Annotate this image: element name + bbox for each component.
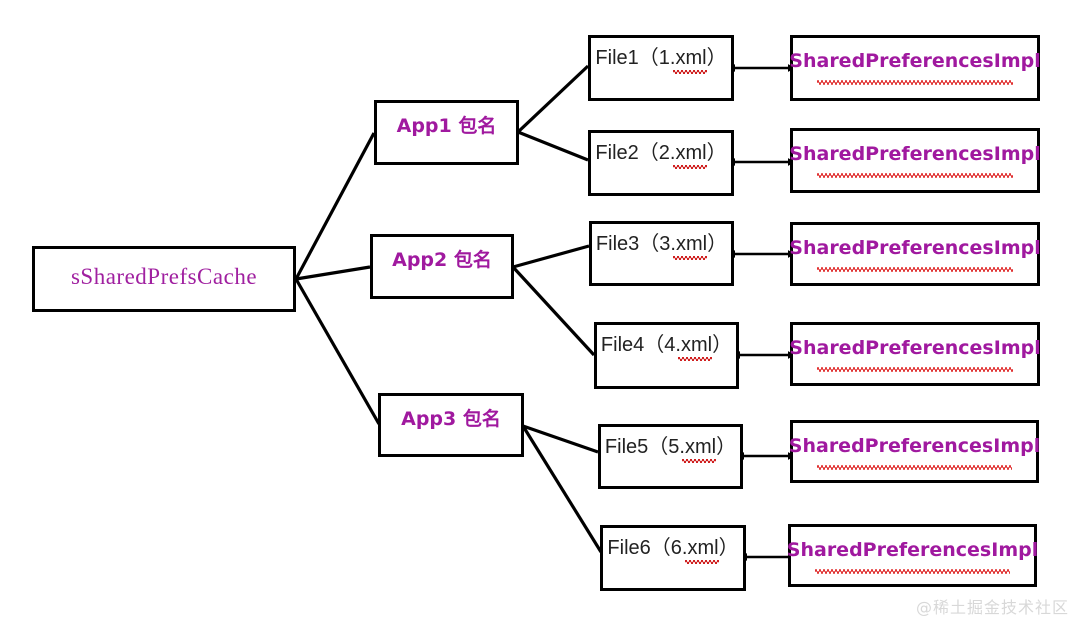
spellcheck-underline-icon (817, 367, 1013, 372)
file2-paren-close: ） (706, 142, 727, 164)
edge-app3-file6 (521, 425, 603, 553)
file1-filename-wrap: 1.xml (658, 47, 707, 74)
file5-filename: 5.xml (668, 436, 717, 458)
file3-paren-open: （ (639, 233, 660, 255)
node-file3-label: File3（3.xml） (595, 233, 728, 260)
file4-paren-open: （ (644, 334, 665, 356)
edge-app1-file2 (517, 130, 589, 162)
node-file4[interactable]: File4（4.xml） (594, 322, 739, 389)
file4-filename: 4.xml (664, 334, 713, 356)
spellcheck-underline-icon (817, 80, 1013, 85)
file4-name: File4 (600, 334, 645, 356)
node-file5[interactable]: File5（5.xml） (598, 424, 743, 489)
watermark: @稀土掘金技术社区 (915, 598, 1069, 617)
spellcheck-underline-icon (817, 173, 1013, 178)
node-app3-label: App3 包名 (401, 408, 501, 430)
node-sharedpreferencesimpl-5[interactable]: SharedPreferencesImpl (788, 420, 1041, 483)
file5-paren-close: ） (716, 436, 737, 458)
file3-filename: 3.xml (659, 233, 708, 255)
edge-app3-file5 (522, 424, 599, 454)
file6-name: File6 (607, 537, 651, 559)
file5-filename-wrap: 5.xml (668, 436, 717, 463)
node-file1-label: File1（1.xml） (595, 47, 727, 74)
node-sharedpreferencesimpl-6[interactable]: SharedPreferencesImpl (786, 524, 1039, 587)
node-file2-label: File2（2.xml） (595, 142, 727, 169)
node-app2-label: App2 包名 (392, 249, 492, 271)
file4-filename-wrap: 4.xml (664, 334, 713, 361)
node-file5-label: File5（5.xml） (604, 436, 737, 463)
file1-paren-close: ） (706, 47, 727, 69)
node-file2[interactable]: File2（2.xml） (588, 130, 734, 196)
spellcheck-underline-icon (815, 569, 1010, 574)
node-impl1-label: SharedPreferencesImpl (789, 50, 1041, 72)
node-sharedpreferencesimpl-4[interactable]: SharedPreferencesImpl (789, 322, 1041, 386)
node-sharedpreferencesimpl-2[interactable]: SharedPreferencesImpl (789, 128, 1041, 193)
edge-app2-file3 (512, 244, 590, 269)
node-impl3-label: SharedPreferencesImpl (789, 237, 1041, 259)
file1-paren-open: （ (638, 47, 659, 69)
spellcheck-underline-icon (684, 560, 719, 564)
file3-filename-wrap: 3.xml (659, 233, 708, 260)
file2-name: File2 (595, 142, 639, 164)
node-impl6-label: SharedPreferencesImpl (786, 539, 1039, 561)
file6-filename-wrap: 6.xml (670, 537, 719, 564)
spellcheck-underline-icon (672, 70, 707, 74)
spellcheck-underline-icon (673, 256, 708, 260)
node-app3[interactable]: App3 包名 (378, 393, 524, 457)
spellcheck-underline-icon (682, 459, 717, 463)
node-file4-label: File4（4.xml） (600, 334, 733, 361)
spellcheck-underline-icon (672, 165, 707, 169)
edge-root-app2 (295, 265, 371, 281)
file3-name: File3 (595, 233, 640, 255)
file5-name: File5 (604, 436, 649, 458)
file3-paren-close: ） (707, 233, 728, 255)
node-ssharedprefscache[interactable]: sSharedPrefsCache (32, 246, 296, 312)
node-file6-label: File6（6.xml） (607, 537, 739, 564)
node-app1-label: App1 包名 (396, 115, 497, 137)
file6-paren-close: ） (718, 537, 739, 559)
node-impl2-label: SharedPreferencesImpl (789, 143, 1041, 165)
file6-paren-open: （ (650, 537, 671, 559)
edge-app1-file1 (516, 64, 590, 134)
node-file3[interactable]: File3（3.xml） (589, 221, 734, 286)
file2-filename-wrap: 2.xml (658, 142, 707, 169)
node-file1[interactable]: File1（1.xml） (588, 35, 734, 101)
node-file6[interactable]: File6（6.xml） (600, 525, 746, 591)
node-app1[interactable]: App1 包名 (374, 100, 519, 165)
node-sharedpreferencesimpl-3[interactable]: SharedPreferencesImpl (789, 222, 1041, 286)
node-impl4-label: SharedPreferencesImpl (789, 337, 1041, 359)
spellcheck-underline-icon (817, 465, 1012, 470)
file2-paren-open: （ (638, 142, 659, 164)
file1-name: File1 (595, 47, 639, 69)
file2-filename: 2.xml (658, 142, 707, 164)
spellcheck-underline-icon (817, 267, 1013, 272)
file4-paren-close: ） (712, 334, 733, 356)
file1-filename: 1.xml (658, 47, 707, 69)
edge-root-app3 (294, 278, 381, 425)
edge-app2-file4 (511, 265, 596, 357)
node-impl5-label: SharedPreferencesImpl (788, 435, 1041, 457)
node-root-label: sSharedPrefsCache (70, 264, 258, 289)
edge-root-app1 (294, 132, 376, 280)
node-sharedpreferencesimpl-1[interactable]: SharedPreferencesImpl (789, 35, 1041, 101)
spellcheck-underline-icon (678, 357, 713, 361)
file6-filename: 6.xml (670, 537, 719, 559)
file5-paren-open: （ (648, 436, 669, 458)
node-app2[interactable]: App2 包名 (370, 234, 514, 299)
